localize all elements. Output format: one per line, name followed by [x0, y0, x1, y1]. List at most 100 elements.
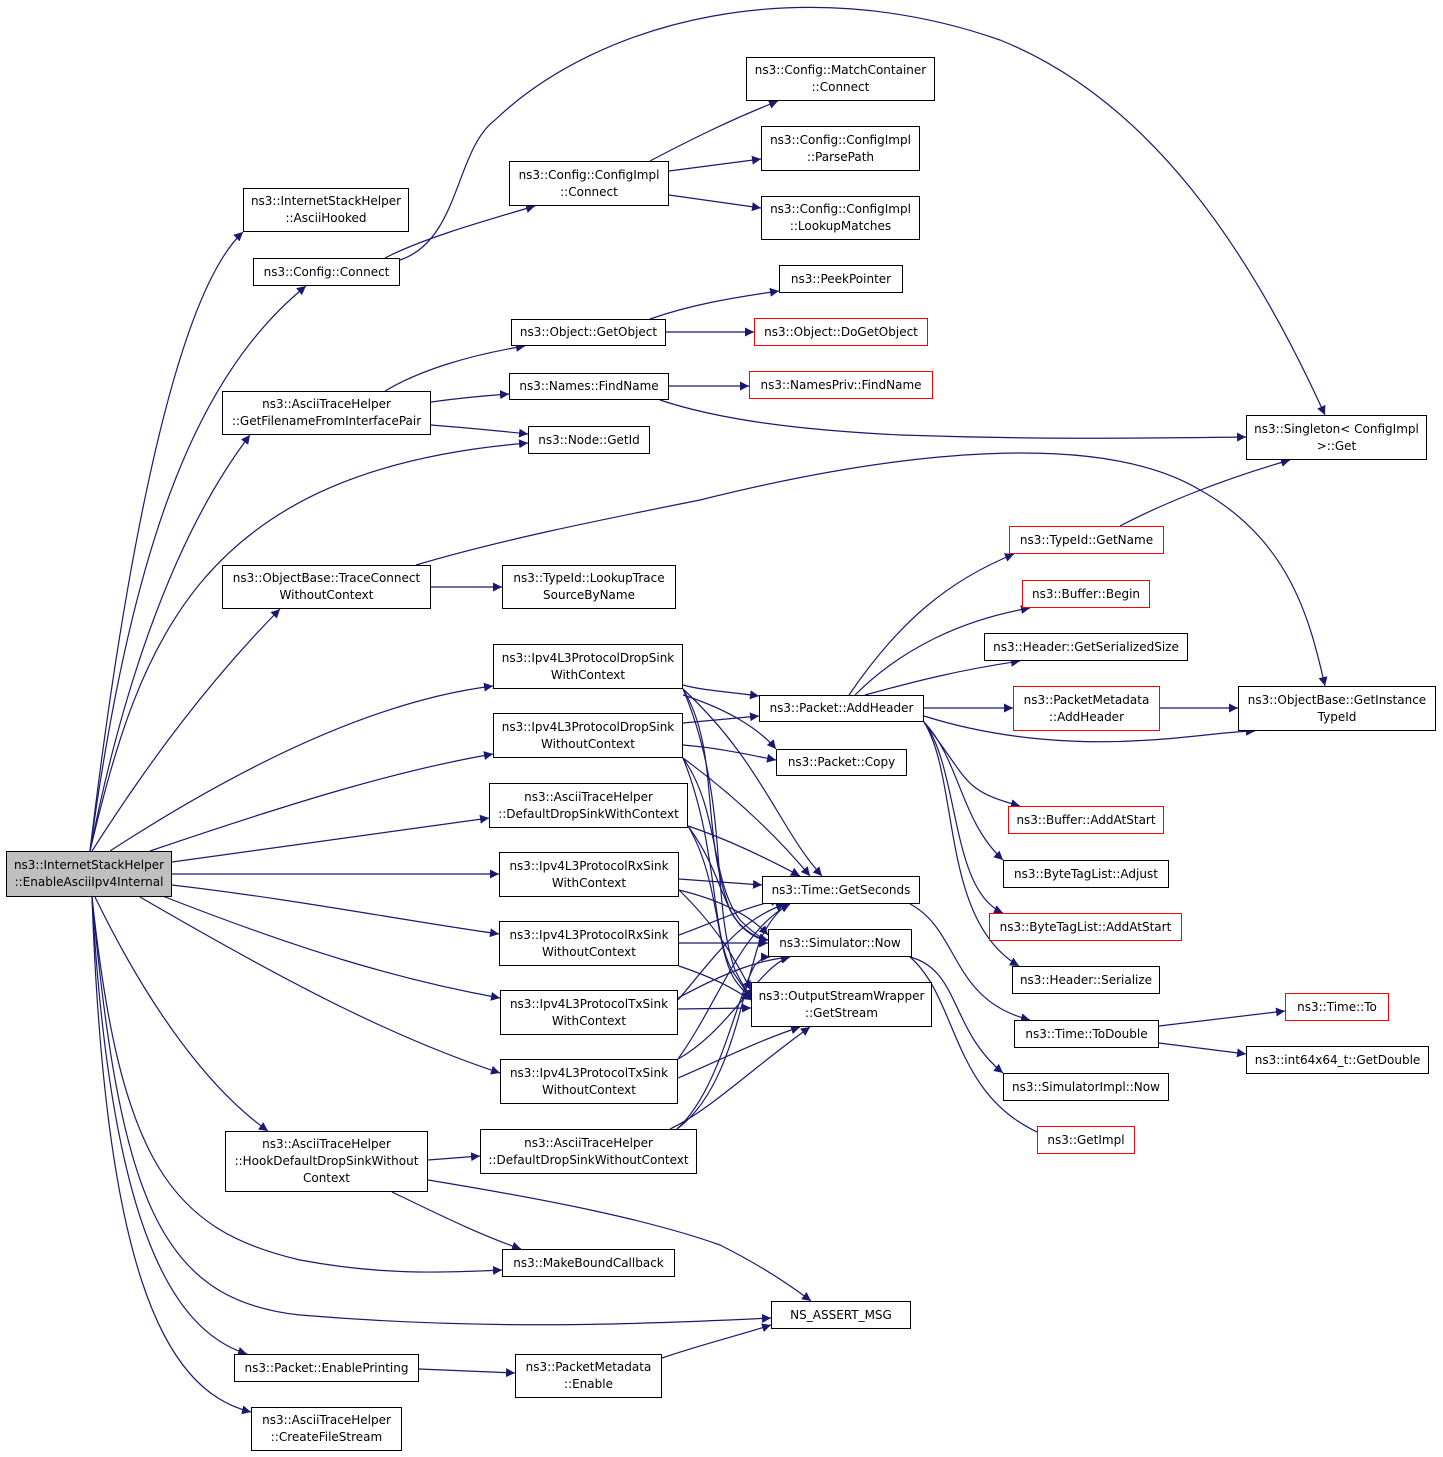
node-label-line: ns3::Config::Connect — [263, 264, 390, 279]
node-config-connect[interactable]: ns3::Config::Connect — [253, 258, 400, 286]
node-packet-metadata-enable[interactable]: ns3::PacketMetadata ::Enable — [515, 1354, 662, 1398]
node-make-bound-callback[interactable]: ns3::MakeBoundCallback — [502, 1249, 675, 1277]
node-simulator-impl-now[interactable]: ns3::SimulatorImpl::Now — [1003, 1073, 1169, 1101]
call-edge — [682, 744, 777, 763]
call-edge — [668, 194, 762, 212]
call-edge — [923, 715, 1256, 743]
node-rx-sink-with-context[interactable]: ns3::Ipv4L3ProtocolRxSink WithContext — [499, 852, 679, 897]
node-rx-sink-without-context[interactable]: ns3::Ipv4L3ProtocolRxSink WithoutContext — [499, 921, 679, 966]
call-edge — [1158, 1042, 1247, 1058]
node-packet-metadata-add-header[interactable]: ns3::PacketMetadata ::AddHeader — [1013, 686, 1160, 731]
call-edge — [430, 390, 510, 403]
node-buffer-begin[interactable]: ns3::Buffer::Begin — [1022, 580, 1150, 608]
node-label-line: TypeId — [1317, 709, 1357, 724]
node-get-impl[interactable]: ns3::GetImpl — [1037, 1126, 1135, 1154]
node-default-drop-sink-with-context[interactable]: ns3::AsciiTraceHelper ::DefaultDropSinkW… — [489, 783, 688, 828]
node-object-base-get-instance-type-id[interactable]: ns3::ObjectBase::GetInstance TypeId — [1238, 686, 1436, 731]
node-label-line: ns3::Packet::Copy — [787, 755, 896, 769]
call-edge — [1158, 1007, 1286, 1027]
call-edge — [399, 6, 1326, 416]
node-ascii-hooked[interactable]: ns3::InternetStackHelper ::AsciiHooked — [243, 188, 409, 232]
call-edge — [682, 757, 769, 943]
node-header-get-serialized-size[interactable]: ns3::Header::GetSerializedSize — [984, 633, 1188, 661]
node-create-file-stream[interactable]: ns3::AsciiTraceHelper ::CreateFileStream — [251, 1407, 402, 1451]
node-int64x64-get-double[interactable]: ns3::int64x64_t::GetDouble — [1246, 1046, 1429, 1074]
node-tx-sink-with-context[interactable]: ns3::Ipv4L3ProtocolTxSink WithContext — [500, 990, 678, 1035]
call-edge — [1119, 458, 1291, 527]
node-drop-sink-without-context[interactable]: ns3::Ipv4L3ProtocolDropSink WithoutConte… — [493, 713, 683, 758]
node-config-impl-connect[interactable]: ns3::Config::ConfigImpl ::Connect — [509, 161, 669, 206]
call-edge — [687, 825, 769, 945]
node-drop-sink-with-context[interactable]: ns3::Ipv4L3ProtocolDropSink WithContext — [493, 644, 683, 689]
node-simulator-now[interactable]: ns3::Simulator::Now — [768, 929, 912, 957]
node-get-filename-from-interface-pair[interactable]: ns3::AsciiTraceHelper ::GetFilenameFromI… — [222, 391, 431, 435]
call-edge — [909, 956, 1050, 1139]
node-output-stream-wrapper-get-stream[interactable]: ns3::OutputStreamWrapper ::GetStream — [751, 982, 932, 1027]
node-time-get-seconds[interactable]: ns3::Time::GetSeconds — [762, 876, 920, 904]
node-object-get-object[interactable]: ns3::Object::GetObject — [511, 319, 666, 346]
node-time-to[interactable]: ns3::Time::To — [1285, 993, 1389, 1021]
node-packet-copy[interactable]: ns3::Packet::Copy — [776, 749, 907, 776]
node-type-id-get-name[interactable]: ns3::TypeId::GetName — [1009, 526, 1164, 554]
node-label-line: ns3::Time::GetSeconds — [771, 882, 911, 897]
node-label-line: ns3::Node::GetId — [538, 432, 640, 447]
node-ns-assert-msg[interactable]: NS_ASSERT_MSG — [771, 1301, 911, 1329]
node-byte-tag-list-add-at-start[interactable]: ns3::ByteTagList::AddAtStart — [989, 913, 1182, 941]
node-byte-tag-list-adjust[interactable]: ns3::ByteTagList::Adjust — [1003, 860, 1169, 888]
node-label-line: ns3::Ipv4L3ProtocolDropSink — [501, 650, 675, 665]
node-config-impl-parse-path[interactable]: ns3::Config::ConfigImpl ::ParsePath — [761, 126, 920, 171]
call-edge — [677, 1025, 801, 1079]
node-object-do-get-object[interactable]: ns3::Object::DoGetObject — [754, 318, 928, 346]
call-edge — [678, 878, 763, 889]
call-edge — [159, 894, 501, 1001]
node-node-get-id[interactable]: ns3::Node::GetId — [528, 426, 650, 454]
call-edge — [909, 956, 1004, 1074]
node-header-serialize[interactable]: ns3::Header::Serialize — [1012, 966, 1160, 994]
call-edge — [676, 952, 771, 1130]
call-edge — [384, 343, 526, 392]
node-buffer-add-at-start[interactable]: ns3::Buffer::AddAtStart — [1008, 806, 1164, 834]
node-label-line: ns3::Header::Serialize — [1019, 972, 1153, 987]
call-edge — [682, 688, 769, 945]
node-label-line: ns3::ObjectBase::GetInstance — [1247, 692, 1427, 707]
node-label-line: ns3::Buffer::Begin — [1031, 586, 1141, 601]
node-names-priv-find-name[interactable]: ns3::NamesPriv::FindName — [749, 371, 933, 399]
node-trace-connect-without-context[interactable]: ns3::ObjectBase::TraceConnect WithoutCon… — [222, 565, 431, 609]
call-edge — [91, 896, 248, 1356]
call-edge — [661, 1323, 772, 1359]
node-match-container-connect[interactable]: ns3::Config::MatchContainer ::Connect — [746, 57, 935, 101]
call-edge — [91, 896, 252, 1415]
node-tx-sink-without-context[interactable]: ns3::Ipv4L3ProtocolTxSink WithoutContext — [500, 1059, 678, 1104]
call-edge — [427, 1152, 481, 1162]
node-label-line: ::GetStream — [805, 1005, 878, 1020]
call-edge — [909, 903, 1031, 1023]
node-packet-enable-printing[interactable]: ns3::Packet::EnablePrinting — [234, 1354, 419, 1382]
node-label-line: ns3::PacketMetadata — [525, 1360, 652, 1374]
call-edge — [677, 903, 791, 1060]
node-peek-pointer[interactable]: ns3::PeekPointer — [779, 265, 903, 293]
call-edge — [678, 965, 752, 1001]
node-label-line: ::HookDefaultDropSinkWithout — [234, 1154, 419, 1168]
node-lookup-trace-source-by-name[interactable]: ns3::TypeId::LookupTrace SourceByName — [502, 565, 676, 609]
node-singleton-config-impl-get[interactable]: ns3::Singleton< ConfigImpl >::Get — [1246, 415, 1427, 460]
node-root-enable-ascii-ipv4-internal[interactable]: ns3::InternetStackHelper ::EnableAsciiIp… — [6, 851, 172, 897]
call-edge — [848, 553, 1015, 696]
call-edge — [427, 1179, 812, 1302]
call-edge — [677, 902, 786, 1001]
node-label-line: ns3::OutputStreamWrapper — [758, 988, 925, 1003]
node-config-impl-lookup-matches[interactable]: ns3::Config::ConfigImpl ::LookupMatches — [761, 196, 920, 240]
node-time-to-double[interactable]: ns3::Time::ToDouble — [1014, 1020, 1159, 1048]
node-label-line: ns3::Singleton< ConfigImpl — [1254, 421, 1419, 436]
node-label-line: WithoutContext — [542, 944, 636, 959]
node-label-line: ::EnableAsciiIpv4Internal — [14, 875, 164, 889]
node-label-line: ns3::Config::ConfigImpl — [518, 167, 660, 182]
node-default-drop-sink-without-context[interactable]: ns3::AsciiTraceHelper ::DefaultDropSinkW… — [480, 1129, 697, 1174]
node-packet-add-header[interactable]: ns3::Packet::AddHeader — [759, 695, 924, 722]
node-hook-default-drop-sink-without-context[interactable]: ns3::AsciiTraceHelper ::HookDefaultDropS… — [225, 1131, 428, 1192]
call-edge — [649, 100, 779, 162]
call-edge — [687, 825, 801, 877]
node-label-line: ::ParsePath — [806, 149, 875, 164]
node-names-find-name[interactable]: ns3::Names::FindName — [509, 373, 669, 400]
node-label-line: ::DefaultDropSinkWithContext — [498, 806, 679, 821]
node-label-line: ns3::AsciiTraceHelper — [524, 1135, 653, 1150]
